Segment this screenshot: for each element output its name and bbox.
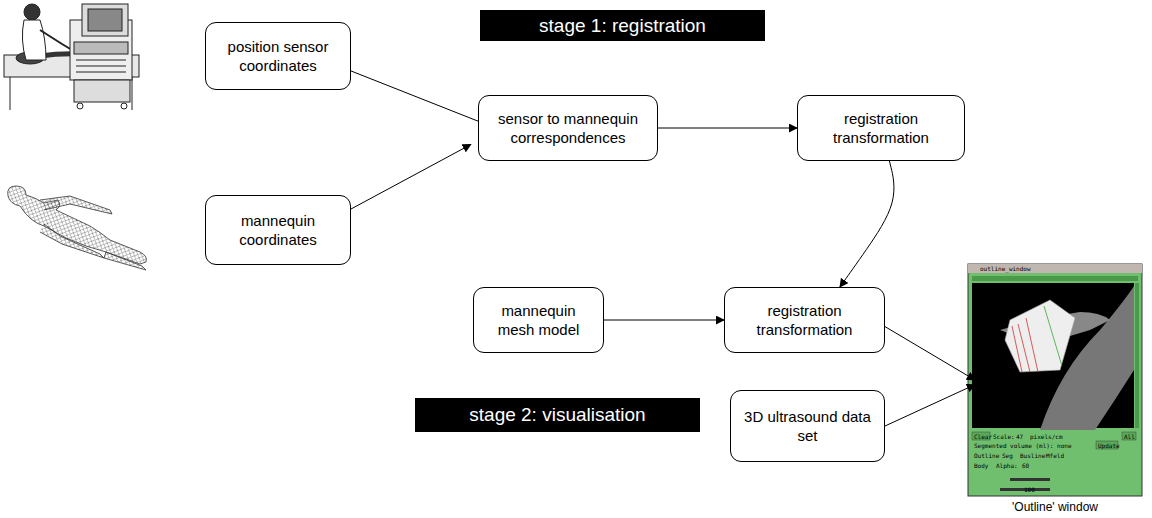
caption: 'Outline' window (1012, 500, 1098, 514)
node-label: stage 2: visualisation (469, 404, 645, 426)
clinician-illustration (4, 4, 139, 110)
screenshot-illustration (968, 264, 1142, 496)
gui-label: Body (974, 462, 988, 469)
connector-arrow (604, 320, 724, 321)
process-box: mannequin coordinates (205, 195, 351, 265)
connector-arrow (840, 161, 894, 287)
process-box: position sensor coordinates (205, 22, 351, 90)
process-box: 3D ultrasound data set (730, 390, 885, 462)
node-label: mannequin mesh model (484, 301, 593, 339)
gui-label: 47 (1016, 433, 1023, 440)
stage-band: stage 1: registration (480, 10, 765, 41)
connector-arrow (885, 327, 975, 380)
node-label: registration transformation (808, 109, 954, 147)
gui-label: Clear (974, 433, 992, 440)
gui-label: All (1124, 433, 1135, 440)
connector-arrow (658, 128, 797, 129)
process-box: registration transformation (797, 95, 965, 161)
gui-label: Scale: (993, 433, 1015, 440)
connector-arrow (351, 145, 471, 210)
gui-label: Mfeld (1046, 452, 1064, 459)
gui-label: Outline (974, 452, 999, 459)
gui-label: Busline (1020, 452, 1045, 459)
process-box: registration transformation (724, 287, 885, 353)
node-label: mannequin coordinates (216, 211, 340, 249)
gui-label: Seg (1002, 452, 1013, 459)
gui-label: outline_window (980, 265, 1031, 272)
node-label: registration transformation (735, 301, 874, 339)
gui-label: Update (1098, 442, 1120, 449)
mannequin-illustration (8, 186, 147, 270)
connector-arrow (351, 71, 487, 125)
node-label: position sensor coordinates (216, 37, 340, 75)
node-label: 3D ultrasound data set (741, 407, 874, 445)
stage-band: stage 2: visualisation (415, 398, 700, 432)
process-box: sensor to mannequin correspondences (478, 95, 658, 161)
node-label: stage 1: registration (539, 15, 706, 37)
gui-label: Segmented volume (ml): none (974, 442, 1072, 449)
screenshot-window: 'Outline' window (968, 264, 1142, 514)
node-label: sensor to mannequin correspondences (489, 109, 647, 147)
gui-label: 100 (1024, 486, 1035, 493)
gui-label: pixels/cm (1030, 433, 1063, 440)
gui-label: Alpha: (996, 462, 1018, 469)
gui-label: 60 (1022, 462, 1029, 469)
connector-arrow (885, 385, 975, 426)
process-box: mannequin mesh model (473, 287, 604, 353)
